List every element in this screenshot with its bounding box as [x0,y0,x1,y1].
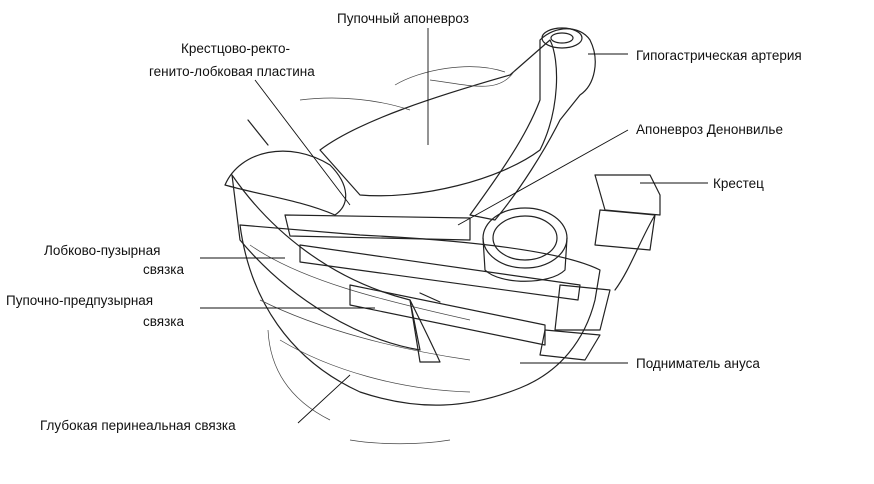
diagram-labels: Пупочный апоневроз Крестцово-ректо- гени… [6,11,802,433]
umbilical-aponeurosis-drawing [299,39,558,197]
label-pubovesical-line2: связка [143,262,184,277]
label-pubovesical-line1: Лобково-пузырная [44,243,160,258]
leader-lines [200,28,708,424]
label-deep-perineal: Глубокая перинеальная связка [40,418,236,433]
horizontal-rods-drawing [284,214,581,346]
label-umbilicoprevesical-line1: Пупочно-предпузырная [6,293,153,308]
label-umbilical-aponeurosis: Пупочный апоневроз [337,11,469,26]
outer-contours [267,69,516,445]
sacrum-drawing [539,174,661,361]
label-sacrum: Крестец [713,176,764,191]
hypogastric-artery-drawing [469,27,596,221]
label-sacro-recto-genito-pubic-line2: генито-лобковая пластина [149,64,315,79]
label-hypogastric-artery: Гипогастрическая артерия [636,48,802,63]
pelvic-floor-drawing [239,224,601,406]
label-denonvilliers-aponeurosis: Апоневроз Денонвилье [636,122,783,137]
label-levator-ani: Подниматель ануса [636,356,760,371]
label-umbilicoprevesical-line2: связка [143,314,184,329]
ligament-band-drawing [224,119,441,363]
label-sacro-recto-genito-pubic-line1: Крестцово-ректо- [181,41,290,56]
rectum-drawing [482,207,568,282]
